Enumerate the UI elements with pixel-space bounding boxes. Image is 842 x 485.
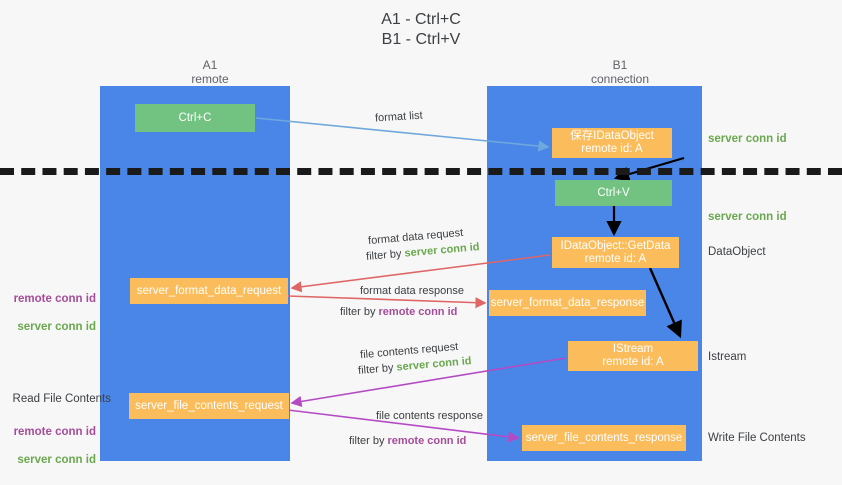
edge-label-format-data-response-filter: filter by remote conn id xyxy=(340,305,457,320)
filter-prefix: filter by xyxy=(365,247,406,263)
note-server-conn-id: server conn id xyxy=(17,321,96,333)
filter-value-remote-conn-id: remote conn id xyxy=(378,306,458,318)
note-read-file-contents: Read File Contents xyxy=(12,393,111,405)
lane-header-a1: A1 remote xyxy=(191,58,229,86)
box-save-idataobject[interactable]: 保存IDataObject remote id: A xyxy=(552,128,672,158)
box-server-file-contents-response[interactable]: server_file_contents_response xyxy=(522,425,686,451)
box-istream[interactable]: IStream remote id: A xyxy=(568,341,698,371)
page-title: A1 - Ctrl+C B1 - Ctrl+V xyxy=(381,11,461,48)
edge-label-format-list: format list xyxy=(374,109,423,125)
note-server-conn-id-top: server conn id xyxy=(708,133,787,145)
box-server-format-data-response[interactable]: server_format_data_response xyxy=(489,290,646,316)
edge-label-file-contents-response: file contents response xyxy=(376,410,484,422)
filter-prefix: filter by xyxy=(357,361,398,377)
edge-label-format-data-response: format data response xyxy=(360,285,464,297)
note-server-conn-id: server conn id xyxy=(17,454,96,466)
filter-prefix: filter by xyxy=(349,435,388,447)
edge-label-file-contents-response-filter: filter by remote conn id xyxy=(349,434,466,449)
box-ctrl-v[interactable]: Ctrl+V xyxy=(555,180,672,206)
box-server-format-data-request[interactable]: server_format_data_request xyxy=(130,278,288,304)
lane-header-b1: B1 connection xyxy=(590,58,650,86)
box-idataobject-getdata[interactable]: IDataObject::GetData remote id: A xyxy=(552,237,679,268)
note-remote-conn-id: remote conn id xyxy=(13,426,96,438)
note-dataobject: DataObject xyxy=(708,246,766,258)
note-remote-conn-id: remote conn id xyxy=(13,293,96,305)
note-server-conn-id-mid: server conn id xyxy=(708,211,787,223)
dashed-separator xyxy=(0,168,842,175)
filter-prefix: filter by xyxy=(340,306,379,318)
box-server-file-contents-request[interactable]: server_file_contents_request xyxy=(129,393,289,419)
note-conn-ids-file: remote conn id server conn id xyxy=(8,411,96,481)
note-write-file-contents: Write File Contents xyxy=(708,432,806,444)
note-istream: Istream xyxy=(708,351,747,363)
note-conn-ids-format: remote conn id server conn id xyxy=(8,278,96,348)
filter-value-remote-conn-id: remote conn id xyxy=(387,435,467,447)
box-ctrl-c[interactable]: Ctrl+C xyxy=(135,104,255,132)
